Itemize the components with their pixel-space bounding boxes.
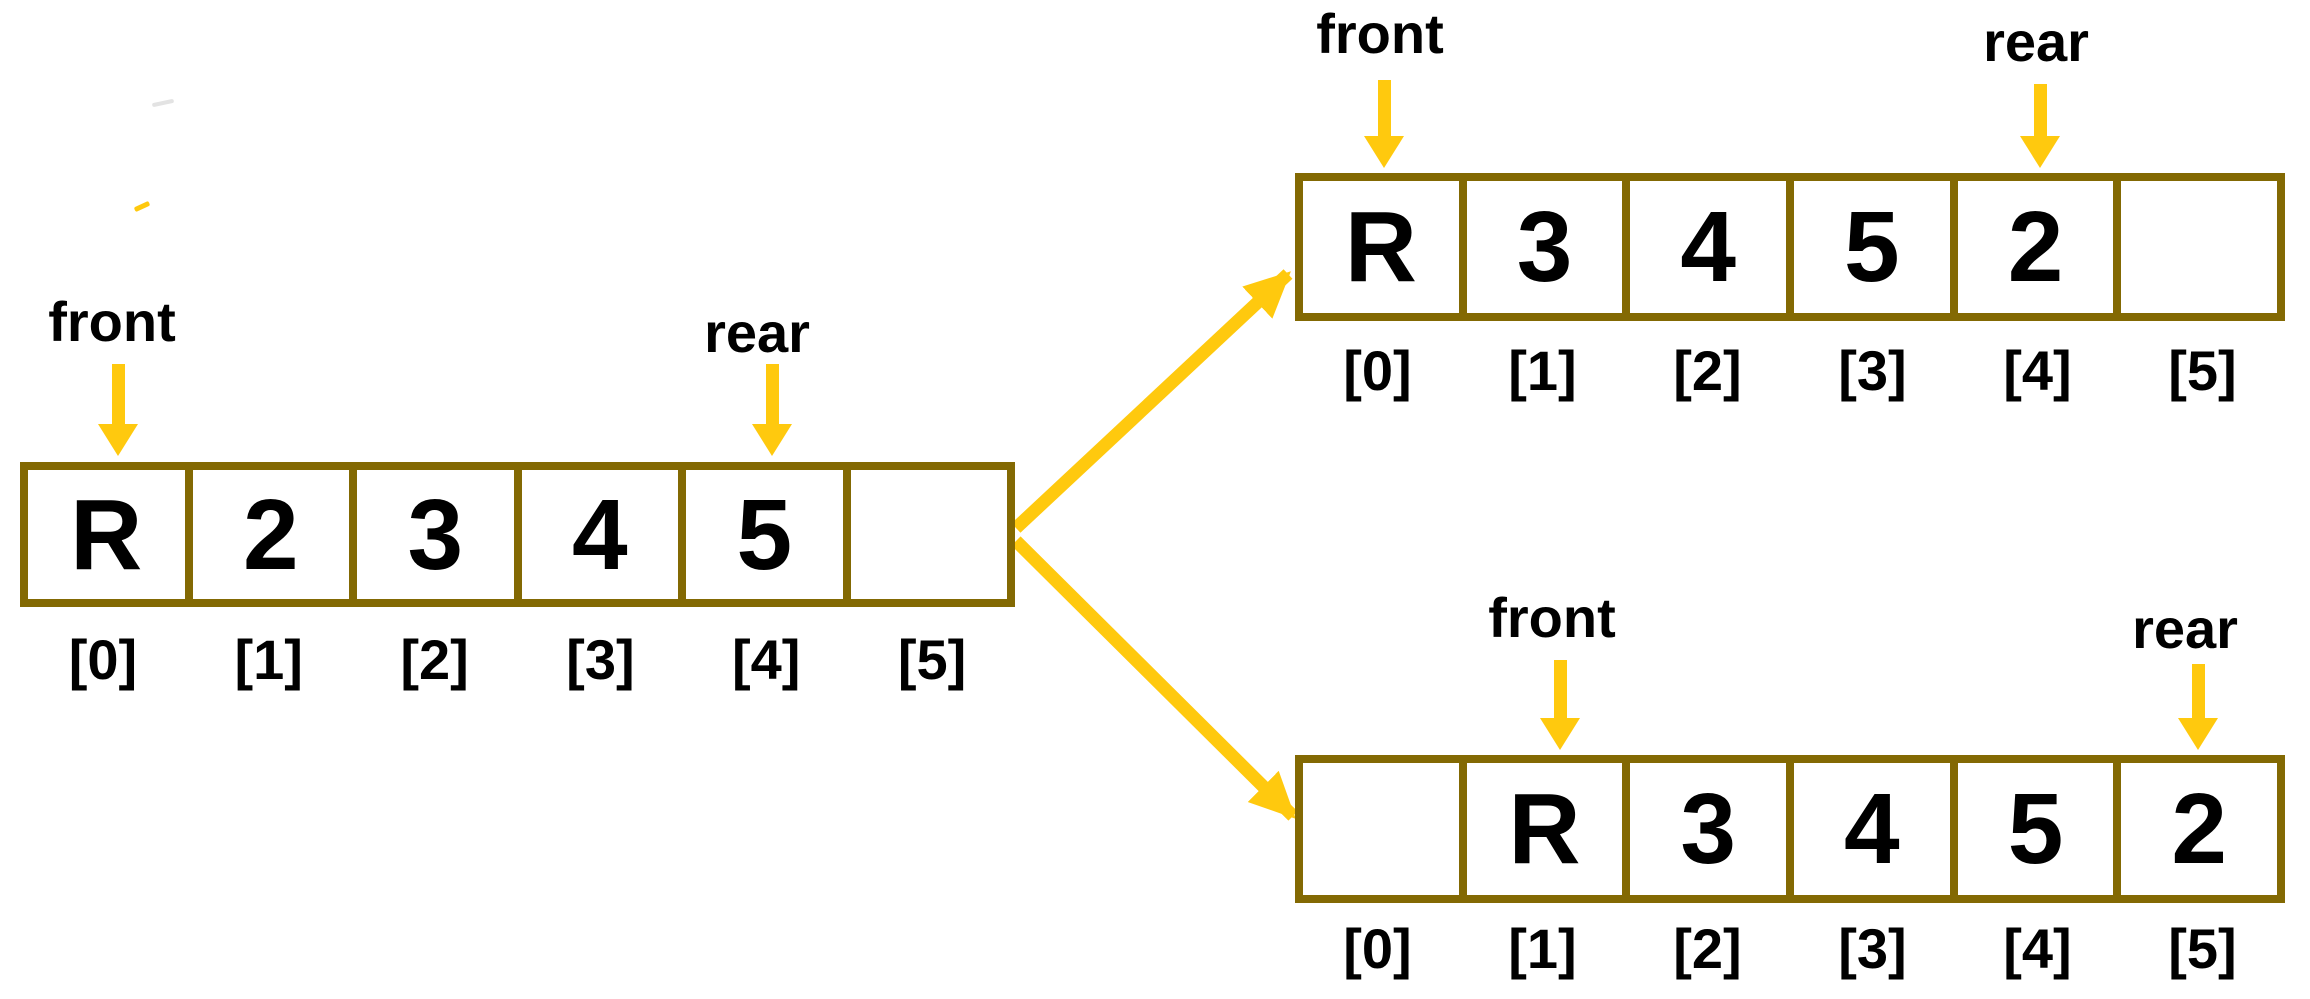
front-label: front	[1488, 586, 1616, 649]
index-label: [4]	[2003, 917, 2072, 980]
index-label: [0]	[1343, 917, 1412, 980]
index-label: [1]	[234, 628, 303, 691]
rear-arrow-icon	[2178, 664, 2218, 750]
index-label: [4]	[2003, 339, 2072, 402]
index-label: [2]	[400, 628, 469, 691]
index-label: [3]	[1838, 917, 1907, 980]
array-cell: 5	[678, 470, 843, 599]
index-label: [5]	[897, 628, 967, 691]
array-cell: 3	[1622, 763, 1787, 895]
index-label: [0]	[68, 628, 138, 691]
index-label: [3]	[566, 628, 635, 691]
rear-arrow-icon	[2020, 84, 2060, 168]
array-cell: 3	[349, 470, 514, 599]
queue-array-result-bottom: R 3 4 5 2	[1295, 755, 2285, 903]
array-cell: 5	[1949, 763, 2114, 895]
front-label: front	[48, 290, 176, 353]
queue-array-result-top: R 3 4 5 2	[1295, 173, 2285, 321]
front-label: front	[1316, 2, 1444, 65]
rear-arrow-icon	[752, 364, 792, 456]
index-label: [5]	[2168, 917, 2237, 980]
paint-speck-gold	[133, 200, 151, 213]
rear-label: rear	[704, 301, 810, 364]
front-arrow-icon	[1540, 660, 1580, 750]
array-cell	[842, 470, 1007, 599]
array-cell: 2	[1949, 181, 2114, 313]
array-cell	[2113, 181, 2278, 313]
array-cell: R	[28, 470, 185, 599]
array-cell	[1303, 763, 1459, 895]
array-cell: 2	[2113, 763, 2278, 895]
index-label: [0]	[1343, 339, 1412, 402]
index-label: [5]	[2168, 339, 2237, 402]
index-label: [2]	[1673, 917, 1742, 980]
array-cell: 3	[1458, 181, 1623, 313]
index-label: [4]	[732, 628, 801, 691]
front-arrow-icon	[1364, 80, 1404, 168]
paint-speck-gray	[151, 98, 175, 108]
index-label: [2]	[1673, 339, 1742, 402]
index-label: [3]	[1838, 339, 1907, 402]
rear-label: rear	[1983, 10, 2089, 73]
index-label: [1]	[1508, 339, 1577, 402]
index-row-result-bottom: [0] [1] [2] [3] [4] [5]	[1295, 921, 2285, 977]
front-arrow-icon	[98, 364, 138, 456]
array-cell: 4	[1786, 763, 1950, 895]
index-row-result-top: [0] [1] [2] [3] [4] [5]	[1295, 343, 2285, 399]
array-cell: R	[1458, 763, 1623, 895]
index-row-initial: [0] [1] [2] [3] [4] [5]	[20, 632, 1015, 688]
array-cell: R	[1303, 181, 1459, 313]
index-label: [1]	[1508, 917, 1577, 980]
connector-arrow-bottom-icon	[1011, 536, 1298, 821]
connector-arrow-top-icon	[1011, 269, 1293, 533]
rear-label: rear	[2132, 597, 2238, 660]
queue-array-initial: R 2 3 4 5	[20, 462, 1015, 607]
array-cell: 4	[513, 470, 678, 599]
array-cell: 2	[184, 470, 349, 599]
array-cell: 4	[1622, 181, 1787, 313]
array-cell: 5	[1786, 181, 1950, 313]
